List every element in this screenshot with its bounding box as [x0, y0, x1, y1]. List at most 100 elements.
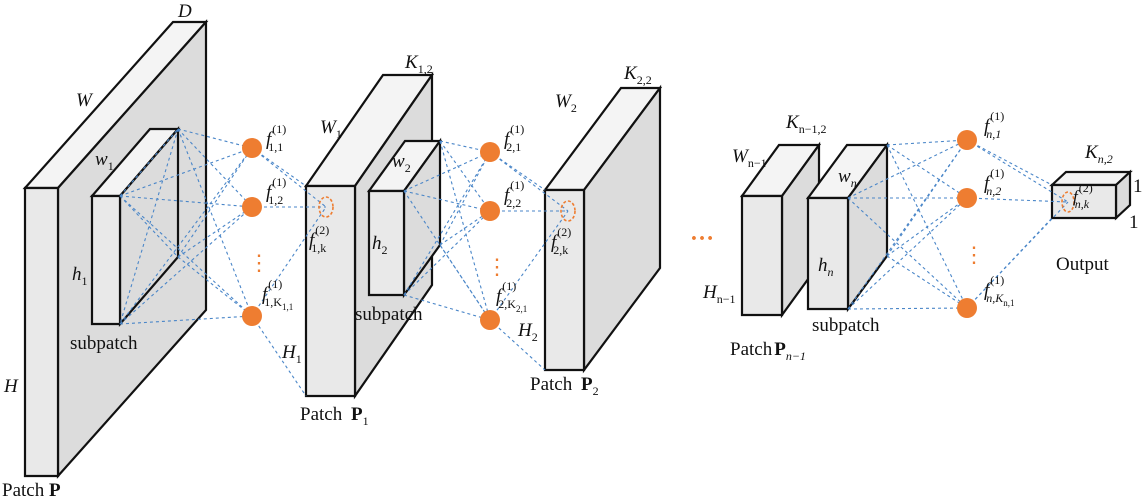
- label-f-n-k-2: f(2)n,k: [1073, 181, 1093, 211]
- W1-sub: 1: [336, 127, 342, 141]
- label-f-n-1: f(1) n,1: [984, 109, 1004, 141]
- fnK-sub: n,K: [986, 291, 1004, 305]
- f12-sub: 1,2: [268, 193, 283, 207]
- f11-sub: 1,1: [268, 140, 283, 154]
- Kn12-main: K: [785, 112, 800, 133]
- label-hn: hn: [818, 255, 834, 279]
- label-h2: h2: [372, 233, 388, 257]
- f11-sup: (1): [272, 122, 286, 136]
- Wn1-sub: n−1: [748, 156, 767, 170]
- label-Wn1: Wn−1: [732, 146, 767, 170]
- f1K-sub: 1,K: [264, 295, 282, 309]
- wn-main: w: [838, 166, 851, 187]
- patch-p-front: [23, 186, 60, 478]
- node-f-1-2: [242, 197, 262, 217]
- h2-main: h: [372, 233, 382, 254]
- f1K-main: f: [262, 284, 270, 305]
- subpatchn-front: [806, 196, 850, 311]
- f1K-sup: (1): [268, 277, 282, 291]
- node-f-n-2: [957, 188, 977, 208]
- f1K-subsub: 1,1: [282, 302, 293, 312]
- patch-p2-block: [542, 84, 663, 374]
- W2-sub: 2: [571, 101, 577, 115]
- K12-sub: 1,2: [418, 62, 433, 76]
- Wn1-main: W: [732, 146, 750, 167]
- label-patch-p: Patch P: [2, 480, 61, 499]
- label-f-1-k-2: f(2)1,k: [309, 223, 329, 255]
- f21-sub: 2,1: [506, 140, 521, 154]
- patch-p2-text: Patch: [530, 374, 573, 395]
- fn1-sup: (1): [990, 109, 1004, 123]
- h1-sub: 1: [82, 274, 88, 288]
- hn-sub: n: [828, 265, 834, 279]
- node-f-1-K: [242, 306, 262, 326]
- wn-sub: n: [851, 176, 857, 190]
- f22-sup: (1): [510, 178, 524, 192]
- label-one-b: 1: [1129, 212, 1139, 233]
- label-subpatch1: subpatch: [70, 333, 138, 354]
- connections-layern: [847, 139, 968, 310]
- ellipsis-between-layers: …: [690, 220, 714, 246]
- label-D: D: [177, 1, 192, 22]
- patch-pn1-sym: P: [774, 339, 786, 360]
- connections-layer2-out: [489, 151, 569, 371]
- label-wn: wn: [838, 166, 857, 190]
- f2k2-sub: 2,k: [553, 243, 568, 257]
- f2k2-sup: (2): [557, 225, 571, 239]
- label-w1: w1: [95, 149, 114, 173]
- label-patch-p1: Patch P1: [300, 404, 369, 428]
- label-K12: K1,2: [404, 52, 433, 76]
- fnK-subsub: n,1: [1003, 298, 1014, 308]
- Hn1-sub: n−1: [717, 292, 736, 306]
- Kn2-main: K: [1084, 142, 1099, 163]
- node-f-1-1: [242, 138, 262, 158]
- output-block: [1049, 169, 1133, 221]
- patch-pn1-front: [740, 194, 784, 317]
- patch-pn1-text: Patch: [730, 339, 773, 360]
- H2-main: H: [517, 320, 533, 341]
- label-f-2-k-2: f(2) 2,k: [551, 225, 571, 257]
- label-patch-p-sym: P: [49, 480, 61, 499]
- label-f-1-2: f(1)1,2: [266, 175, 286, 207]
- fnk2-sub: n,k: [1075, 197, 1090, 211]
- label-H: H: [3, 376, 19, 397]
- label-Hn1: Hn−1: [702, 282, 736, 306]
- ring-f-2-k: [560, 200, 576, 222]
- f21-main: f: [504, 129, 512, 150]
- w1-main: w: [95, 149, 108, 170]
- label-f-1-1: f(1)1,1: [266, 122, 286, 154]
- fn1-main: f: [984, 116, 992, 137]
- connections-layer1-out: [251, 147, 327, 397]
- f12-sup: (1): [272, 175, 286, 189]
- H1-main: H: [281, 342, 297, 363]
- patch-p2-sub: 2: [593, 384, 599, 398]
- fnk2-sup: (2): [1079, 181, 1093, 195]
- label-f-n-2: f(1)n,2: [984, 166, 1004, 198]
- f2K-sup: (1): [502, 279, 516, 293]
- node-f-2-K: [480, 310, 500, 330]
- patch-p1-text: Patch: [300, 404, 343, 425]
- f22-sub: 2,2: [506, 196, 521, 210]
- label-subpatch2: subpatch: [355, 304, 423, 325]
- label-h1: h1: [72, 264, 88, 288]
- patch-p1-block: [303, 71, 435, 400]
- f2k2-main: f: [551, 232, 559, 253]
- f21-sup: (1): [510, 122, 524, 136]
- label-f-n-K: f(1)n,Kn,1: [984, 273, 1015, 308]
- h2-sub: 2: [382, 243, 388, 257]
- H2-sub: 2: [532, 330, 538, 344]
- f1k2-sup: (2): [315, 223, 329, 237]
- patch-p1-sym: P: [351, 404, 363, 425]
- fn2-sup: (1): [990, 166, 1004, 180]
- label-Kn12: Kn−1,2: [785, 112, 826, 136]
- f1k2-sub: 1,k: [311, 241, 326, 255]
- fnK-sup: (1): [990, 273, 1004, 287]
- label-patch-p2: Patch P2: [530, 374, 599, 398]
- subpatch1-front: [90, 194, 122, 326]
- fn1-sub: n,1: [986, 127, 1001, 141]
- label-f-1-K: f(1) 1,K1,1: [262, 277, 293, 312]
- ring-f-1-k: [318, 196, 334, 218]
- Hn1-main: H: [702, 282, 718, 303]
- connections-layer1: [119, 128, 253, 325]
